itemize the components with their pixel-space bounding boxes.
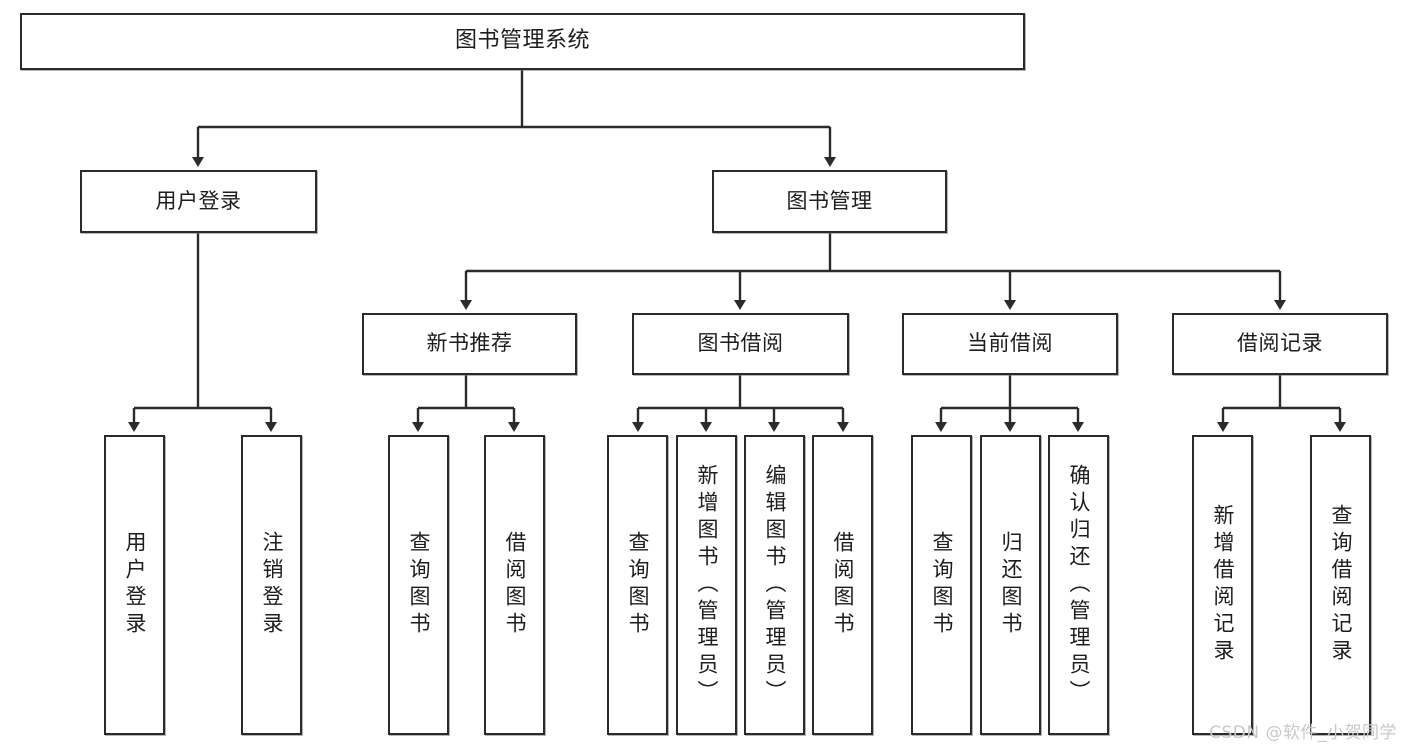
node-label: 查询图书: [407, 531, 431, 639]
node-borrow-records[interactable]: 借阅记录: [1172, 313, 1388, 375]
node-user-login[interactable]: 用户登录: [80, 170, 317, 233]
leaf-borrow-books[interactable]: 借阅图书: [812, 435, 873, 735]
leaf-query-borrow-record[interactable]: 查询借阅记录: [1310, 435, 1371, 735]
node-book-borrowing[interactable]: 图书借阅: [632, 313, 849, 375]
leaf-edit-book-admin[interactable]: 编辑图书（管理员）: [744, 435, 805, 735]
node-label: 用户登录: [155, 188, 242, 213]
node-current-borrowing[interactable]: 当前借阅: [902, 313, 1118, 375]
leaf-logout[interactable]: 注销登录: [241, 435, 302, 735]
node-label: 图书借阅: [697, 331, 784, 356]
node-new-book-recommendation[interactable]: 新书推荐: [362, 313, 577, 375]
node-label: 查询借阅记录: [1329, 504, 1353, 666]
leaf-return-books[interactable]: 归还图书: [980, 435, 1041, 735]
node-label: 注销登录: [260, 531, 284, 639]
node-label: 查询图书: [626, 531, 650, 639]
node-label: 用户登录: [123, 531, 147, 639]
node-label: 编辑图书（管理员）: [763, 463, 787, 707]
node-label: 借阅记录: [1237, 331, 1323, 356]
node-label: 归还图书: [999, 531, 1023, 639]
leaf-query-books-borrow[interactable]: 查询图书: [607, 435, 668, 735]
leaf-add-book-admin[interactable]: 新增图书（管理员）: [676, 435, 737, 735]
leaf-confirm-return-admin[interactable]: 确认归还（管理员）: [1048, 435, 1109, 735]
node-label: 查询图书: [930, 531, 954, 639]
watermark-text: CSDN @软件_小贺同学: [1209, 723, 1397, 743]
node-label: 图书管理系统: [454, 28, 590, 54]
node-label: 新增图书（管理员）: [695, 463, 719, 707]
node-label: 新增借阅记录: [1211, 504, 1235, 666]
node-book-management[interactable]: 图书管理: [712, 170, 947, 233]
node-label: 借阅图书: [831, 531, 855, 639]
node-label: 新书推荐: [426, 331, 513, 356]
leaf-borrow-books-new[interactable]: 借阅图书: [484, 435, 545, 735]
leaf-query-books-new[interactable]: 查询图书: [388, 435, 449, 735]
node-label: 图书管理: [786, 188, 873, 213]
leaf-user-login[interactable]: 用户登录: [104, 435, 165, 735]
node-label: 确认归还（管理员）: [1067, 463, 1091, 707]
node-label: 借阅图书: [503, 531, 527, 639]
node-label: 当前借阅: [967, 331, 1053, 356]
leaf-add-borrow-record[interactable]: 新增借阅记录: [1192, 435, 1253, 735]
leaf-query-books-current[interactable]: 查询图书: [911, 435, 972, 735]
node-root-book-management-system[interactable]: 图书管理系统: [20, 13, 1025, 70]
